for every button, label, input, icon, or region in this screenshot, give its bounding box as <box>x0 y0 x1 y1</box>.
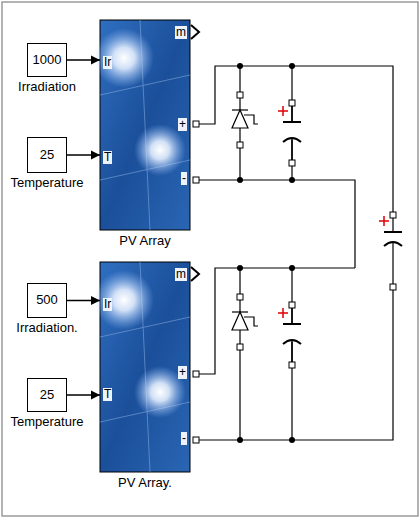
capacitor-symbol <box>379 216 402 246</box>
port-label: - <box>181 432 187 445</box>
block-name: PV Array <box>119 234 170 248</box>
port-label: T <box>103 151 112 164</box>
port-label: m <box>175 268 187 281</box>
output-port <box>191 267 199 281</box>
capacitor-symbol <box>278 308 301 362</box>
signal-arrow <box>67 154 100 155</box>
constant-value: 500 <box>36 293 58 307</box>
port-label: Ir <box>103 298 112 311</box>
port-label: + <box>178 366 187 379</box>
diode-symbol <box>232 98 258 142</box>
output-port <box>191 25 199 39</box>
constant-value: 25 <box>40 388 54 402</box>
pv-panel-image <box>94 262 190 472</box>
block-name: Irradiation. <box>16 321 77 335</box>
port-label: Ir <box>103 56 112 69</box>
constant-block: 500Irradiation. <box>27 283 67 318</box>
block-name: Temperature <box>11 176 84 190</box>
constant-block: 25Temperature <box>27 137 67 173</box>
constant-value: 25 <box>40 148 54 162</box>
port-label: m <box>175 26 187 39</box>
junction-dot <box>237 63 295 443</box>
terminal <box>193 92 396 443</box>
block-name: PV Array. <box>118 476 172 490</box>
signal-arrow <box>67 300 100 301</box>
block-name: Irradiation <box>18 80 76 94</box>
pv-panel-image <box>94 20 190 230</box>
pv-array-block: IrTm+-PV Array. <box>100 262 190 472</box>
wire <box>199 66 393 440</box>
constant-block: 1000Irradiation <box>27 43 67 77</box>
capacitor-symbol <box>278 106 301 160</box>
port-label: T <box>103 388 112 401</box>
diode-symbol <box>232 300 258 344</box>
signal-arrow <box>67 394 100 395</box>
port-label: - <box>181 172 187 185</box>
block-name: Temperature <box>11 415 84 429</box>
signal-arrow <box>67 59 100 60</box>
constant-value: 1000 <box>33 53 62 67</box>
pv-array-block: IrTm+-PV Array <box>100 20 190 230</box>
port-label: + <box>178 118 187 131</box>
constant-block: 25Temperature <box>27 378 67 412</box>
